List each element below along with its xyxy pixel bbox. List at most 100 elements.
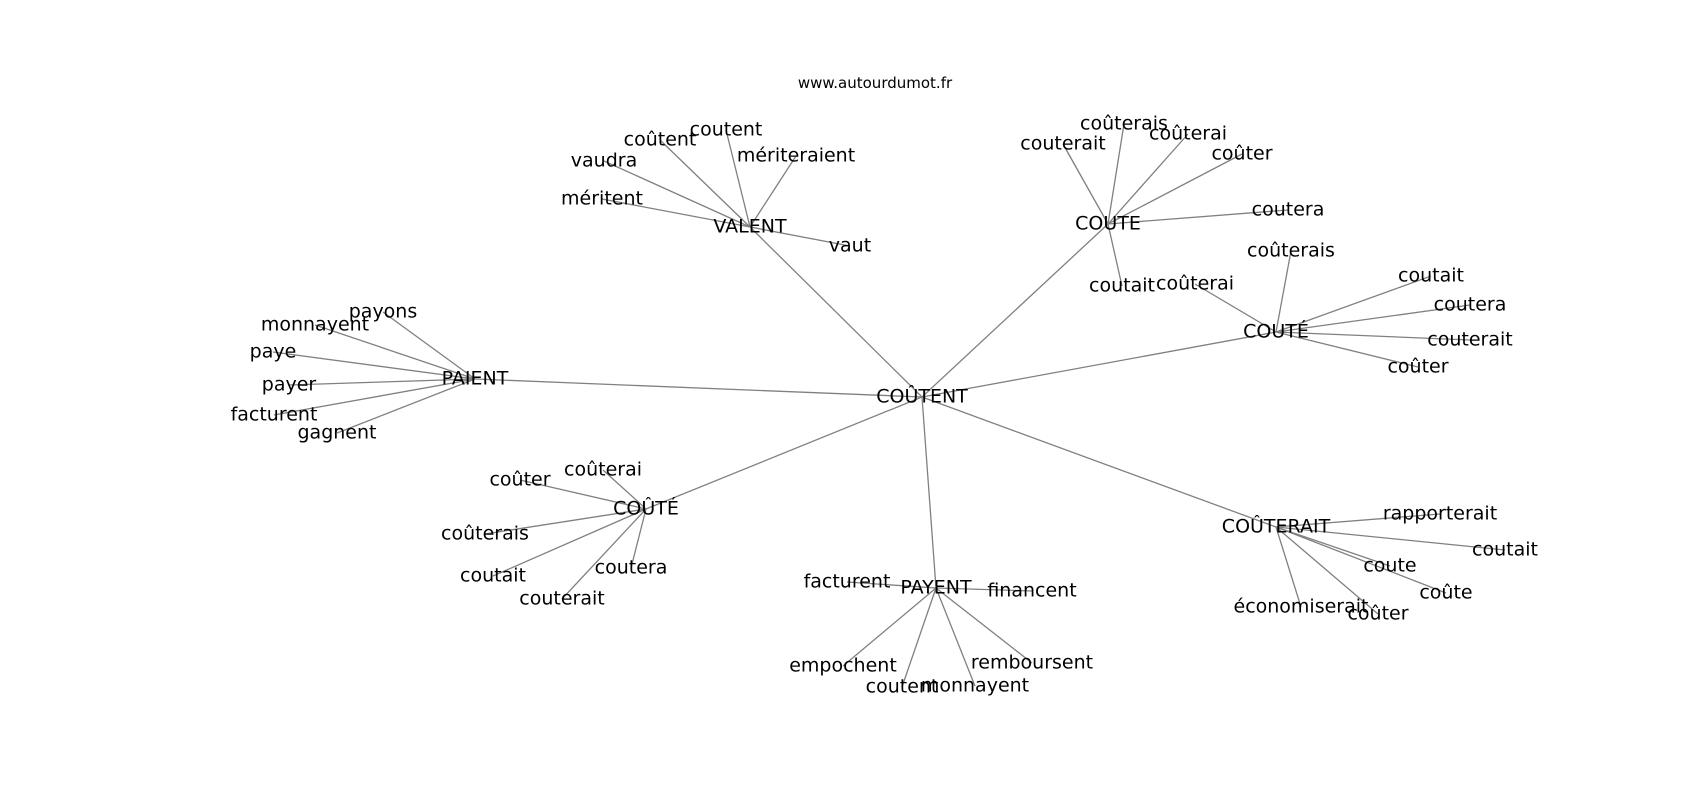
leaf-node-coute_circ[interactable]: coûterai: [564, 459, 642, 481]
leaf-node-payent[interactable]: facturent: [804, 571, 891, 593]
leaf-node-coute_acc[interactable]: coûterais: [1247, 240, 1335, 262]
leaf-node-coute[interactable]: coûterai: [1149, 123, 1227, 145]
leaf-node-valent[interactable]: coûtent: [624, 129, 697, 151]
leaf-node-coute_acc[interactable]: coûter: [1387, 356, 1448, 378]
leaf-node-couterait[interactable]: coutait: [1472, 539, 1538, 561]
edge-coute_circ-leaf: [519, 479, 647, 510]
leaf-node-coute_acc[interactable]: coûterai: [1156, 273, 1234, 295]
edge-coute_circ-leaf: [492, 508, 647, 577]
edge-valent-leaf: [601, 198, 751, 228]
edge-couterait-leaf: [1275, 513, 1441, 528]
leaf-node-couterait[interactable]: rapporterait: [1383, 503, 1497, 525]
edge-coute-leaf: [1107, 123, 1125, 225]
leaf-node-paient[interactable]: paye: [250, 341, 297, 363]
edge-valent-leaf: [749, 155, 797, 228]
edge-coute_acc-leaf: [1275, 331, 1471, 341]
leaf-node-paient[interactable]: monnayent: [261, 314, 369, 336]
leaf-node-payent[interactable]: coutent: [866, 676, 939, 698]
edge-couterait-leaf: [1275, 526, 1302, 608]
edge-paient-leaf: [273, 378, 476, 416]
edge-paient-leaf: [336, 378, 476, 434]
cluster-node-couterait[interactable]: COÛTERAIT: [1222, 514, 1331, 538]
edge-coute-leaf: [1107, 223, 1123, 287]
edge-center-coute: [921, 223, 1109, 398]
leaf-node-paient[interactable]: facturent: [231, 404, 318, 426]
cluster-node-coute_acc[interactable]: COUTÉ: [1243, 320, 1309, 343]
edge-center-valent: [749, 226, 923, 398]
cluster-node-coute[interactable]: COUTE: [1075, 213, 1141, 235]
edge-coute_acc-leaf: [1275, 275, 1432, 333]
edge-coute_acc-leaf: [1275, 331, 1419, 368]
leaf-node-coute[interactable]: couterait: [1020, 133, 1105, 155]
edge-valent-leaf: [749, 226, 851, 247]
leaf-node-couterait[interactable]: économiserait: [1234, 596, 1369, 618]
edge-payent-leaf: [901, 587, 937, 688]
leaf-node-couterait[interactable]: coûte: [1419, 582, 1472, 604]
edge-center-coute_circ: [645, 396, 923, 510]
graph-edges: [272, 123, 1506, 688]
edge-center-paient: [474, 378, 923, 398]
leaf-node-coute_circ[interactable]: couterait: [519, 588, 604, 610]
leaf-node-valent[interactable]: mériteraient: [737, 145, 855, 167]
leaf-node-couterait[interactable]: coûter: [1347, 603, 1408, 625]
leaf-node-coute[interactable]: coutait: [1089, 275, 1155, 297]
leaf-node-valent[interactable]: méritent: [561, 188, 643, 210]
leaf-node-valent[interactable]: vaut: [829, 235, 871, 257]
edge-paient-leaf: [382, 311, 476, 380]
cluster-node-coute_circ[interactable]: COÛTÉ: [613, 496, 679, 520]
leaf-node-coute_circ[interactable]: coûter: [489, 469, 550, 491]
edge-payent-leaf: [935, 587, 976, 687]
leaf-node-payent[interactable]: financent: [987, 580, 1076, 602]
edge-center-couterait: [921, 396, 1277, 528]
edge-valent-leaf: [603, 160, 751, 228]
cluster-node-valent[interactable]: VALENT: [713, 216, 787, 238]
leaf-node-coute_circ[interactable]: coûterais: [441, 523, 529, 545]
edge-couterait-leaf: [1275, 526, 1506, 551]
edge-valent-leaf: [659, 139, 751, 228]
edge-center-payent: [921, 396, 937, 589]
leaf-node-valent[interactable]: vaudra: [571, 150, 637, 172]
edge-payent-leaf: [935, 587, 1033, 664]
edge-paient-leaf: [288, 378, 476, 386]
edge-coute_circ-leaf: [561, 508, 647, 600]
cluster-node-payent[interactable]: PAYENT: [900, 577, 972, 599]
edge-payent-leaf: [842, 587, 937, 667]
cluster-node-paient[interactable]: PAIENT: [442, 368, 509, 390]
edge-payent-leaf: [935, 587, 1033, 592]
edge-coute_acc-leaf: [1275, 250, 1292, 333]
leaf-node-valent[interactable]: coutent: [690, 119, 763, 141]
leaf-node-couterait[interactable]: coute: [1363, 555, 1416, 577]
leaf-node-paient[interactable]: payons: [349, 301, 418, 323]
leaf-node-coute_acc[interactable]: coutera: [1434, 294, 1507, 316]
leaf-node-payent[interactable]: empochent: [789, 655, 897, 677]
edge-couterait-leaf: [1275, 526, 1447, 594]
edge-paient-leaf: [272, 351, 476, 380]
leaf-node-coute_acc[interactable]: couterait: [1427, 329, 1512, 351]
edge-coute-leaf: [1107, 153, 1243, 225]
site-url-label: www.autourdumot.fr: [798, 74, 953, 92]
center-node-label[interactable]: COÛTENT: [876, 384, 968, 408]
leaf-node-coute[interactable]: coûter: [1211, 143, 1272, 165]
leaf-node-paient[interactable]: payer: [262, 374, 317, 396]
leaf-node-coute[interactable]: coûterais: [1080, 113, 1168, 135]
edge-paient-leaf: [314, 324, 476, 380]
edge-payent-leaf: [846, 581, 937, 589]
edge-center-coute_acc: [921, 331, 1277, 398]
leaf-node-coute_circ[interactable]: coutait: [460, 565, 526, 587]
edge-coute_circ-leaf: [630, 508, 647, 569]
leaf-node-paient[interactable]: gagnent: [298, 422, 377, 444]
edge-coute-leaf: [1107, 133, 1189, 225]
edge-coute_acc-leaf: [1275, 304, 1471, 333]
leaf-node-payent[interactable]: remboursent: [971, 652, 1093, 674]
edge-couterait-leaf: [1275, 526, 1379, 615]
edge-coute_circ-leaf: [602, 469, 647, 510]
leaf-node-payent[interactable]: monnayent: [921, 675, 1029, 697]
leaf-node-coute_circ[interactable]: coutera: [595, 557, 668, 579]
edge-couterait-leaf: [1275, 526, 1391, 567]
edge-coute_circ-leaf: [484, 508, 647, 535]
edge-coute_acc-leaf: [1194, 283, 1277, 333]
leaf-node-coute_acc[interactable]: coutait: [1398, 265, 1464, 287]
leaf-node-coute[interactable]: coutera: [1252, 199, 1325, 221]
